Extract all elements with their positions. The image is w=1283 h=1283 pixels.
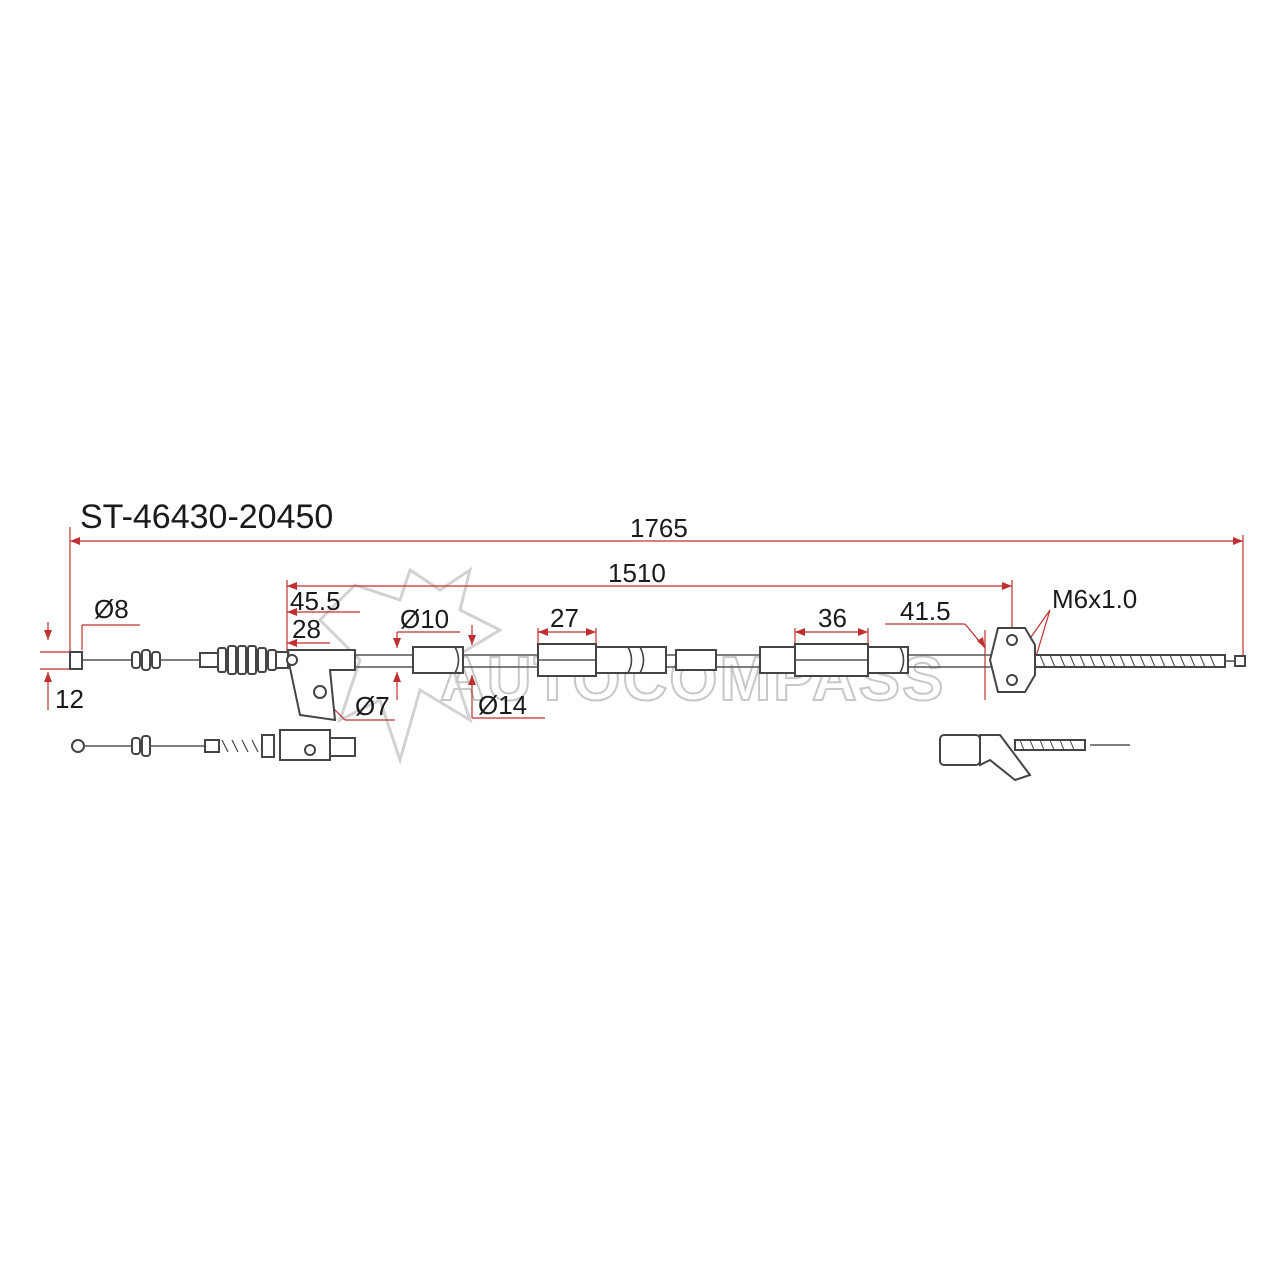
sleeve-2 <box>595 646 667 674</box>
dim-bracket-hole: Ø7 <box>319 691 395 721</box>
sleeve-3 <box>675 649 717 671</box>
bracket-offset-label: 45.5 <box>290 586 341 616</box>
bracket-width-label: 28 <box>292 614 321 644</box>
dim-total-length: 1765 <box>69 513 1244 655</box>
dim-grommet2: 36 <box>794 603 869 648</box>
mounting-bracket <box>286 649 356 722</box>
sleeve-diameter-label: Ø14 <box>478 690 527 720</box>
cable-diameter-label: Ø10 <box>400 604 449 634</box>
sleeve-1 <box>412 646 464 674</box>
main-cable <box>69 627 1246 722</box>
dim-grommet1: 27 <box>537 603 597 648</box>
end-diameter-label: Ø8 <box>94 594 129 624</box>
dim-flange-offset: 41.5 <box>885 596 986 700</box>
bracket-hole-label: Ø7 <box>355 691 390 721</box>
thread-spring <box>1034 654 1226 668</box>
flange-offset-label: 41.5 <box>900 596 951 626</box>
grommet1-label: 27 <box>550 603 579 633</box>
sleeve-4 <box>759 646 796 674</box>
detail-view-right <box>939 734 1130 782</box>
dust-boot <box>217 645 277 675</box>
dim-left-end: Ø8 12 <box>40 594 140 714</box>
grommet2-label: 36 <box>818 603 847 633</box>
dim-bracket: 45.5 28 <box>287 586 360 647</box>
dim-sleeve-diameter: Ø14 <box>468 625 545 720</box>
watermark-logo-mark <box>317 566 504 766</box>
total-length-label: 1765 <box>630 513 688 543</box>
threaded-rod <box>1034 654 1246 668</box>
dim-thread: M6x1.0 <box>1014 584 1137 661</box>
mounting-flange <box>988 627 1036 693</box>
detail-view-left <box>71 729 356 761</box>
thread-label: M6x1.0 <box>1052 584 1137 614</box>
conduit-length-label: 1510 <box>608 558 666 588</box>
end-length-label: 12 <box>55 684 84 714</box>
part-number: ST-46430-20450 <box>80 498 333 536</box>
dim-cable-diameter: Ø10 <box>393 604 460 700</box>
cable-end-cap <box>69 651 83 670</box>
